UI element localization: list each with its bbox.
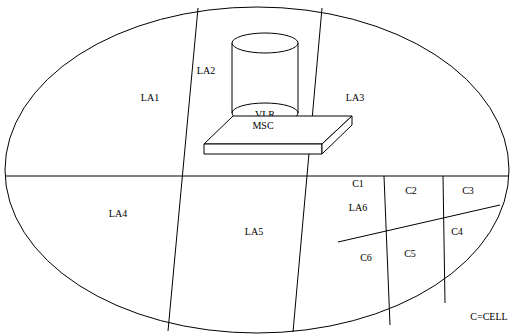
- area-label: LA2: [197, 65, 215, 76]
- cell-label: C5: [404, 248, 416, 259]
- msc-box: MSC: [203, 115, 353, 155]
- cell-label: C2: [405, 185, 417, 196]
- legend-note: C=CELL: [470, 311, 507, 322]
- node-label: MSC: [252, 120, 273, 131]
- cell-label: C4: [451, 226, 463, 237]
- vlr-cylinder: VLR: [231, 32, 299, 124]
- area-boundary: [5, 176, 509, 177]
- area-label: LA5: [245, 226, 263, 237]
- box-outline: [203, 115, 353, 155]
- area-label: LA6: [349, 202, 367, 213]
- area-label: LA3: [346, 92, 364, 103]
- cell-label: C1: [352, 178, 364, 189]
- cell-label: C3: [462, 185, 474, 196]
- area-boundary: [168, 8, 198, 331]
- slab-side: [322, 116, 352, 154]
- cylinder-body: [232, 43, 298, 123]
- area-label: LA1: [141, 92, 159, 103]
- cell-label: C6: [360, 252, 372, 263]
- cell-boundary: [443, 176, 445, 303]
- slab-front: [204, 144, 322, 154]
- msc-area-outline: [5, 7, 509, 333]
- area-label: LA4: [109, 208, 127, 219]
- cylinder-top: [232, 33, 298, 53]
- cell-boundary: [384, 176, 390, 325]
